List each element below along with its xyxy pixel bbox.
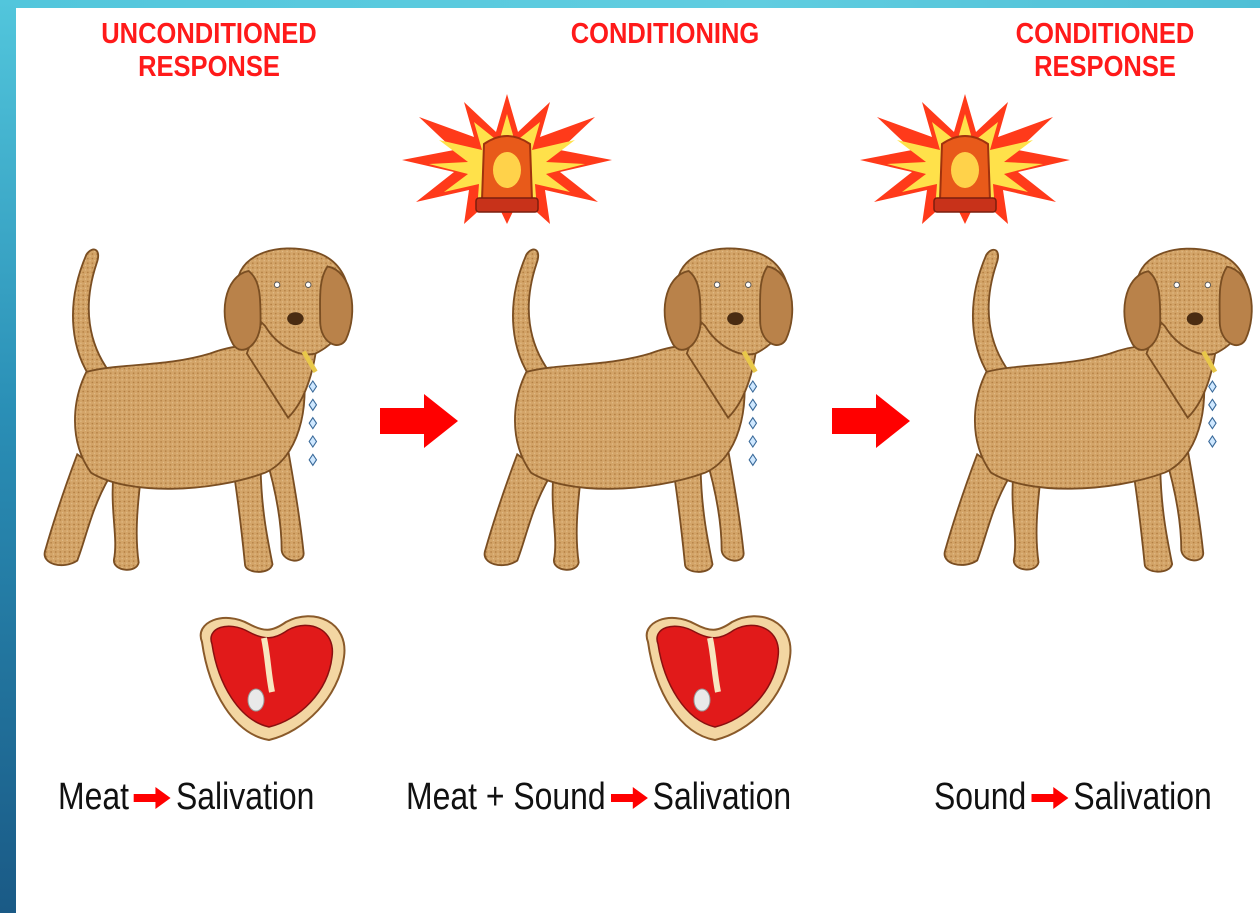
siren-illustration-conditioning xyxy=(400,92,615,227)
left-edge-stripe xyxy=(0,0,16,913)
caption-response: Salivation xyxy=(653,776,791,819)
caption-unconditioned: Meat Salivation xyxy=(58,776,314,819)
caption-conditioned: Sound Salivation xyxy=(934,776,1212,819)
caption-stimulus: Meat xyxy=(58,776,129,819)
heading-conditioning: CONDITIONING xyxy=(520,18,810,51)
caption-response: Salivation xyxy=(1073,776,1211,819)
dog-illustration-conditioned xyxy=(936,228,1260,600)
caption-stimulus: Meat + Sound xyxy=(406,776,606,819)
steak-illustration-unconditioned xyxy=(194,612,350,744)
caption-response: Salivation xyxy=(176,776,314,819)
caption-conditioning: Meat + Sound Salivation xyxy=(406,776,791,819)
dog-illustration-unconditioned xyxy=(36,228,366,600)
right-arrow-icon-1 xyxy=(380,394,460,448)
steak-illustration-conditioning xyxy=(640,612,796,744)
small-right-arrow-icon xyxy=(134,787,171,809)
top-edge-stripe xyxy=(0,0,1260,8)
heading-unconditioned-response: UNCONDITIONED RESPONSE xyxy=(64,18,354,84)
caption-stimulus: Sound xyxy=(934,776,1026,819)
right-arrow-icon-2 xyxy=(832,394,912,448)
small-right-arrow-icon xyxy=(1031,787,1068,809)
heading-conditioned-response: CONDITIONED RESPONSE xyxy=(960,18,1250,84)
small-right-arrow-icon xyxy=(611,787,648,809)
dog-illustration-conditioning xyxy=(476,228,806,600)
siren-illustration-conditioned xyxy=(858,92,1073,227)
